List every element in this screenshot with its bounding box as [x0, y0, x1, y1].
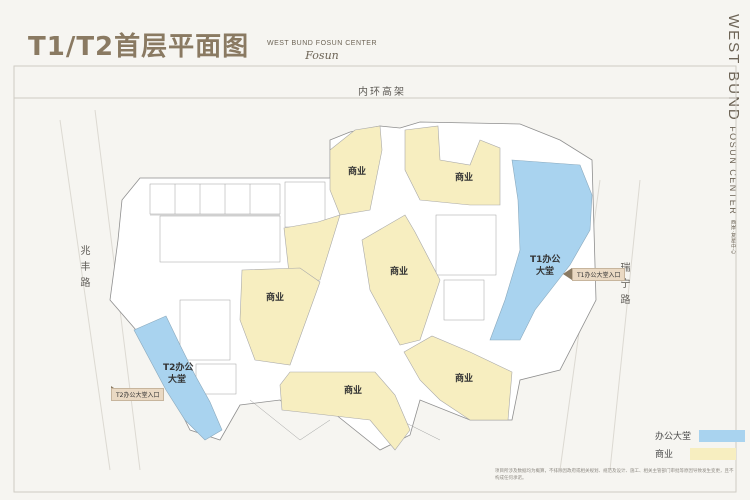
- brand-script: Fosun: [305, 49, 339, 62]
- t2-lobby-zone: [133, 315, 223, 441]
- plan-frame: [13, 65, 737, 493]
- retail-zone-north: [329, 125, 383, 216]
- t1-entrance-tag: T1办公大堂入口: [572, 268, 626, 281]
- t1-lobby-zone: [489, 159, 593, 341]
- t1-entrance-label: T1办公大堂入口: [572, 268, 626, 281]
- legend-office-swatch: [699, 429, 746, 442]
- legend-office: 办公大堂: [655, 429, 746, 442]
- retail-zones: [239, 125, 513, 451]
- retail-label-north: 商业: [348, 165, 366, 177]
- side-brand: WEST BUND FOSUN CENTER 西岸·复星中心: [724, 14, 742, 255]
- t2-lobby-label-line2: 大堂: [168, 373, 186, 385]
- retail-zone-center: [361, 214, 441, 346]
- disclaimer: 项目所涉及数据均为概算，不排除因政府或相关规划、规范及设计、施工、相关主管部门审…: [495, 469, 734, 481]
- brand-line: WEST BUND FOSUN CENTER: [266, 40, 378, 47]
- side-brand-line2: FOSUN CENTER: [728, 126, 738, 216]
- t1-lobby-label-line1: T1办公: [530, 253, 560, 265]
- retail-zone-southeast: [403, 335, 513, 421]
- road-label-left: 兆丰路: [78, 245, 89, 293]
- retail-label-center: 商业: [390, 265, 408, 277]
- t1-lobby-label-line2: 大堂: [536, 265, 554, 277]
- retail-label-south: 商业: [344, 384, 362, 396]
- legend-retail-swatch: [690, 447, 737, 460]
- legend-retail-label: 商业: [655, 450, 674, 460]
- page-title: T1/T2首层平面图: [28, 32, 250, 62]
- retail-zone-south: [279, 371, 411, 451]
- t2-lobby-label-line1: T2办公: [163, 361, 193, 373]
- retail-zone-west: [239, 267, 321, 366]
- brand-logo: WEST BUND FOSUN CENTER Fosun: [262, 40, 382, 62]
- lobby-zones: [133, 159, 593, 441]
- legend-retail: 商业: [655, 447, 737, 460]
- side-brand-line3: 西岸·复星中心: [730, 219, 736, 255]
- retail-label-west: 商业: [266, 291, 284, 303]
- legend-office-label: 办公大堂: [655, 432, 692, 442]
- t2-entrance-tag: T2办公大堂入口: [111, 388, 165, 401]
- side-brand-line1: WEST BUND: [725, 14, 742, 122]
- road-label-right: 瑞宁路: [618, 262, 629, 310]
- retail-label-southeast: 商业: [455, 372, 473, 384]
- retail-label-northeast: 商业: [455, 171, 473, 183]
- retail-zone-northeast: [404, 125, 501, 206]
- road-label-top: 内环高架: [358, 87, 406, 98]
- t1-entrance-arrow-icon: [563, 268, 572, 280]
- t2-entrance-label: T2办公大堂入口: [111, 388, 165, 401]
